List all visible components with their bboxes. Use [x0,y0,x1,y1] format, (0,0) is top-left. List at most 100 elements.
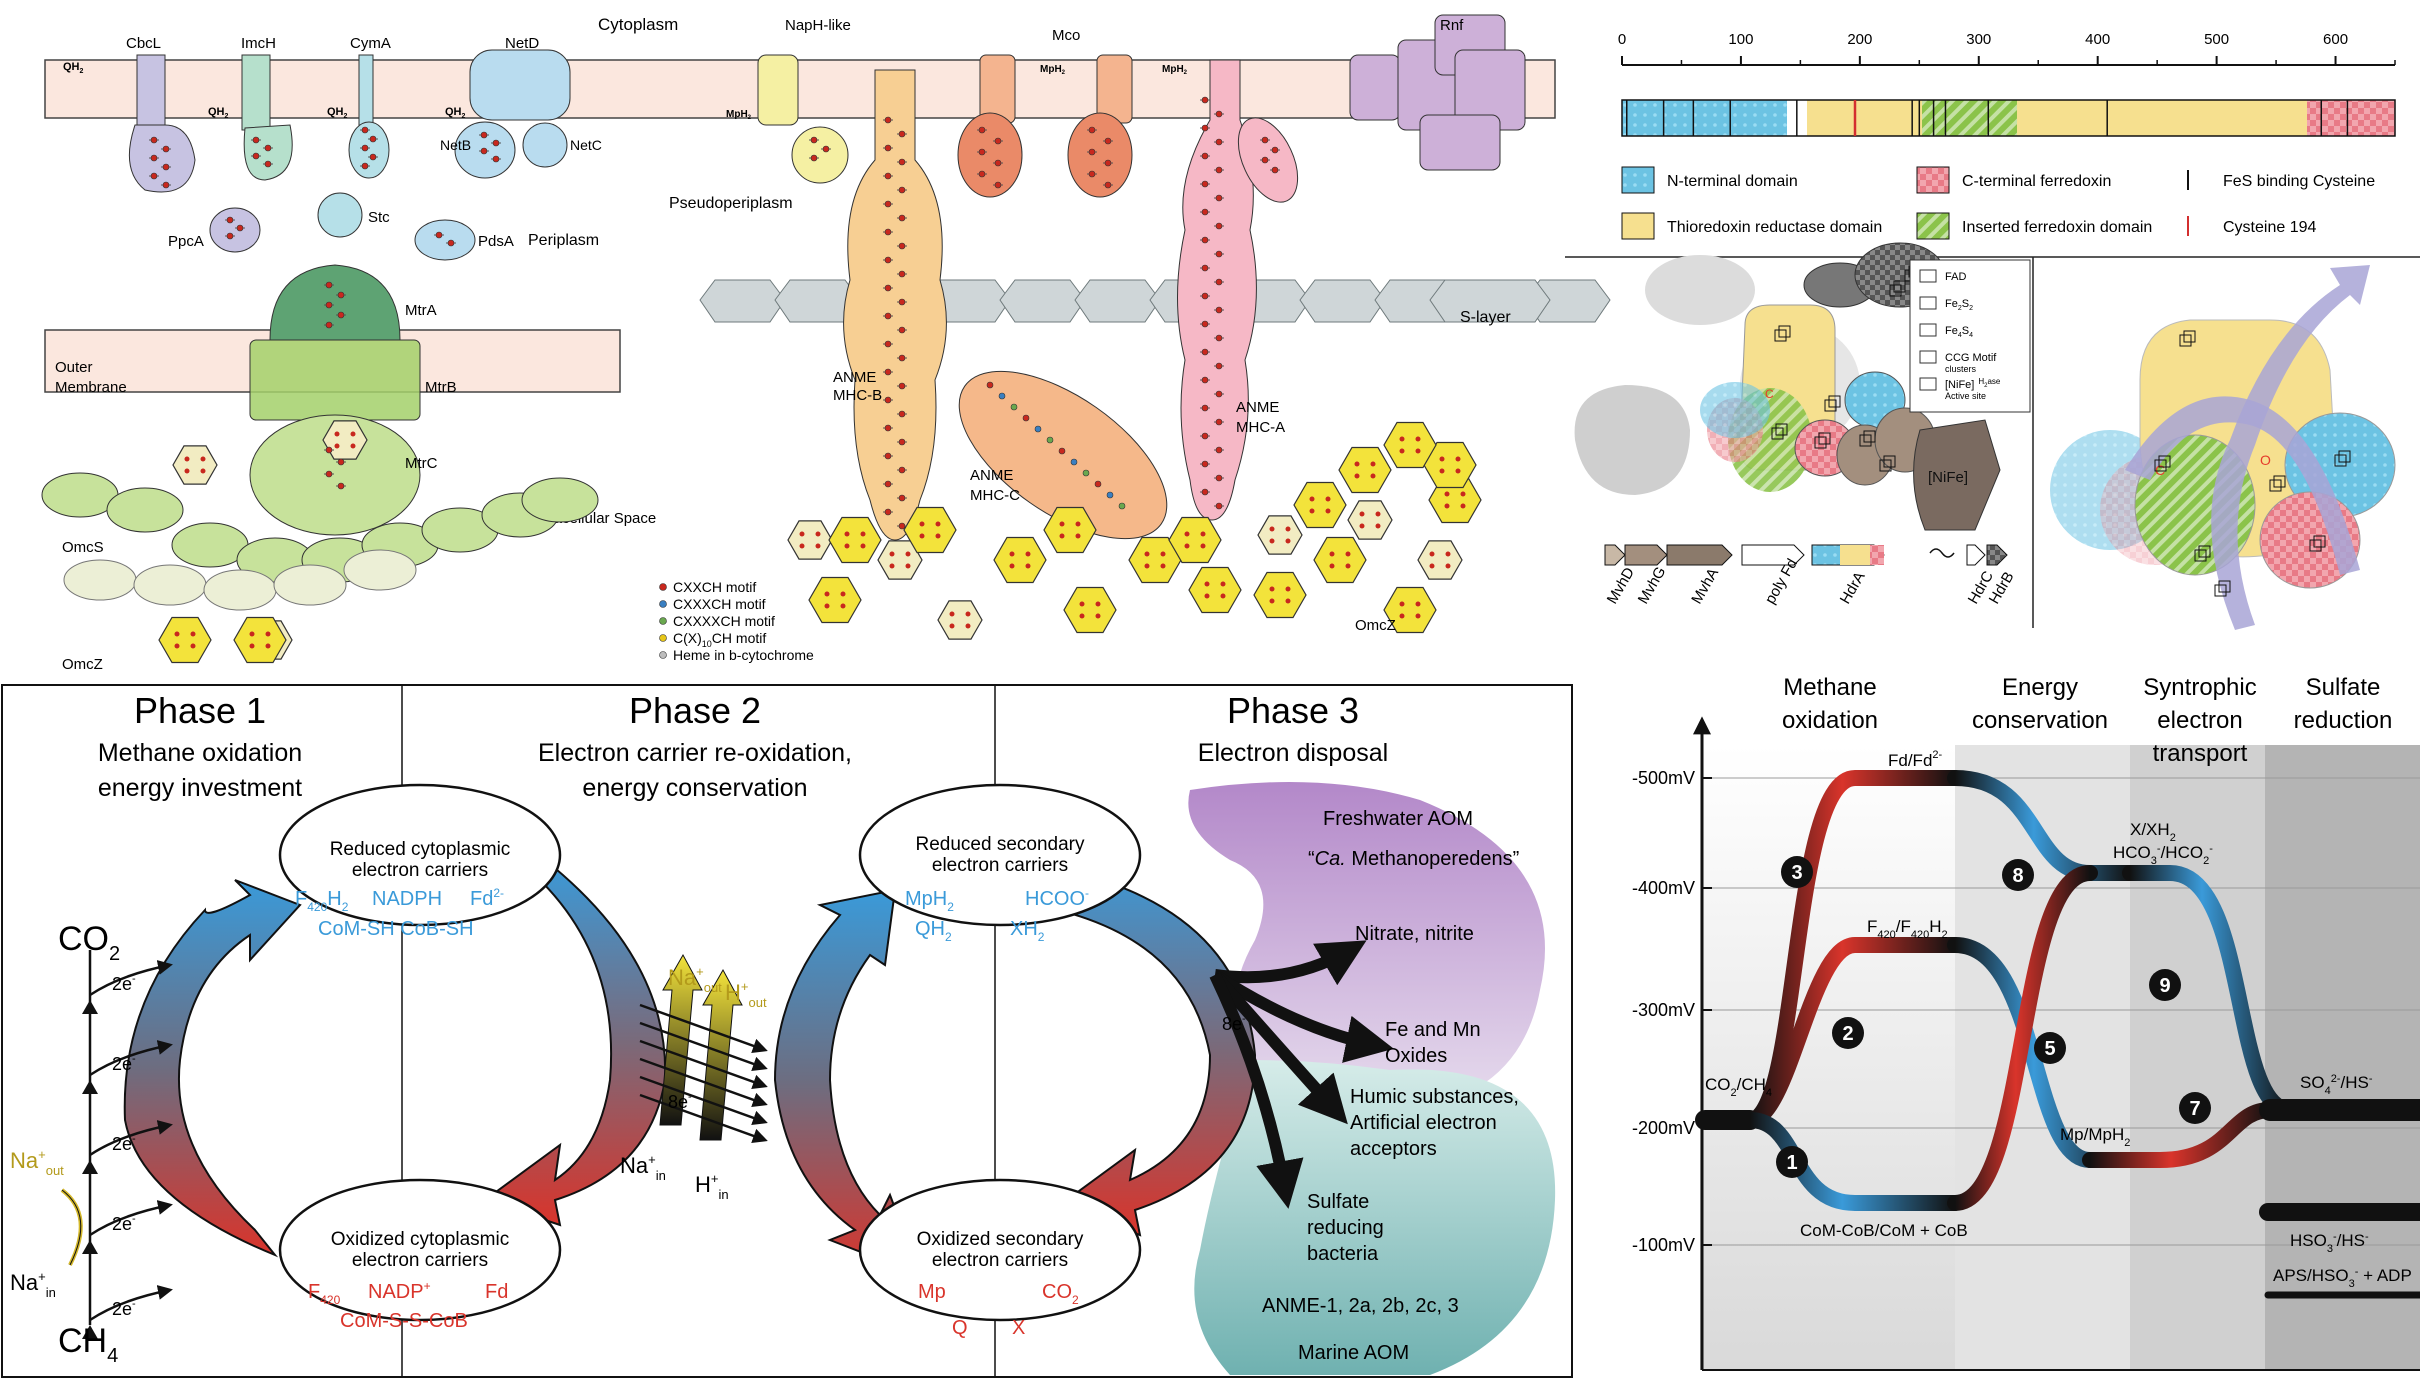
phase3-title: Phase 3 [1227,690,1359,731]
heme-dot [1215,306,1223,314]
f-col-1 [1700,745,1965,1370]
legend-swatch [1916,166,1950,194]
heme-dot [226,216,234,224]
heme-dot [1201,152,1209,160]
heme-dot [162,145,170,153]
heme-dot [898,382,906,390]
qh2-label-2: QH2 [208,106,229,120]
so4-label: SO42-/HS- [2300,1073,2373,1097]
heme-dot [1094,480,1102,488]
na-path-outline [61,1189,82,1266]
d-electron-path-1 [2125,396,2360,575]
heme-dot [337,311,345,319]
hex-heme [1144,563,1150,569]
hdra-thioredoxin-stripe [1840,545,1870,565]
freshwater-label: Freshwater AOM [1323,808,1473,830]
legend-label: [NiFe]H2ase [1945,377,2001,391]
heme-dot [150,136,158,144]
legend-swatch [659,634,667,642]
heme-dot [898,298,906,306]
heme-dot [325,470,333,478]
legend-label: FeS binding Cysteine [2223,173,2375,190]
cbcl-label: CbcL [126,35,161,52]
humic-label-2: Artificial electron [1350,1112,1497,1134]
hex-heme [1009,551,1015,557]
carrier-x: X [1012,1317,1025,1339]
legend-label: CXXCH motif [673,579,756,595]
sulfate-label-2: reducing [1307,1217,1384,1239]
legend-label: N-terminal domain [1667,173,1798,190]
heme-dot [1215,418,1223,426]
heme-dot [325,321,333,329]
gene-gap-mark [1929,548,1955,558]
mhca-label-2: MHC-A [1236,419,1285,436]
hex-heme [1359,523,1365,529]
hex-heme [1399,613,1405,619]
heme-dot [236,224,244,232]
carrier-fd-ox: Fd [485,1281,508,1303]
heme-dot [369,153,377,161]
hex-heme [350,431,356,437]
heme-dot [884,284,892,292]
heme-dot [361,126,369,134]
heme-dot [884,480,892,488]
electron-line [639,1057,768,1107]
pdsa-protein [414,219,476,261]
netd-label: NetD [505,35,539,52]
hex-heme [184,468,190,474]
hex-heme [1359,511,1365,517]
mhcb-label-2: MHC-B [833,387,882,404]
heme-dot [898,466,906,474]
heme-dot [884,144,892,152]
outer-membrane-label-1: Outer [55,359,93,376]
hex-heme [844,531,850,537]
heme-dot [1201,488,1209,496]
oxidized-sec-label-1: Oxidized secondary [917,1229,1084,1250]
two-e-label: 2e- [112,1298,136,1319]
heme-dot [986,381,994,389]
hex-heme [1200,543,1206,549]
step-badge [1776,1146,1808,1178]
phase2-transport: Na+out H+out Na+in H+in 8e- [620,953,768,1202]
heme-dot [1201,180,1209,188]
gene-arrow [1986,544,2008,566]
oxidized-cyto-label-1: Oxidized cytoplasmic [331,1229,509,1250]
heme-dots [149,96,1280,530]
heme-dot [1104,159,1112,167]
s-layer-unit [1429,279,1551,323]
hex-heme [1415,448,1421,454]
mco-protein-1 [979,54,1016,124]
heme-dot [1201,404,1209,412]
legend-icon [1919,350,1937,364]
hex-heme [799,543,805,549]
phase1-right-arrow [482,858,667,1227]
mco-heme-domain-1 [957,112,1023,198]
phase2-sub2: energy conservation [582,774,807,802]
heme-dot [1106,491,1114,499]
carrier-com-s-s-cob: CoM-S-S-CoB [340,1310,468,1332]
heme-dot [884,312,892,320]
anme-mhca-protein [1177,59,1257,521]
axis-tick-label: 400 [2085,31,2110,48]
d-c-label: C [2155,462,2165,478]
axis-tick-label: 500 [2204,31,2229,48]
f-header-3a: Syntrophic [2143,674,2256,701]
hex-heme [1075,533,1081,539]
hex-heme [1399,601,1405,607]
electron-line [639,1003,768,1053]
hex-heme [334,431,340,437]
heme-dot [1034,425,1042,433]
fe4s4-cube-icon-back [1818,432,1831,445]
heme-dot [898,186,906,194]
heme-dot [1088,170,1096,178]
fe4s4-cube-icon [2154,459,2167,472]
step-badge [2002,859,2034,891]
omcz-hexagon [903,506,957,554]
heme-dot [884,340,892,348]
omcz-hexagon [1188,566,1242,614]
mph2-label-1: MpH2 [1040,64,1066,76]
legend-label: Cysteine 194 [2223,219,2316,236]
step-badge [2034,1032,2066,1064]
d-o-label: O [2260,452,2271,468]
